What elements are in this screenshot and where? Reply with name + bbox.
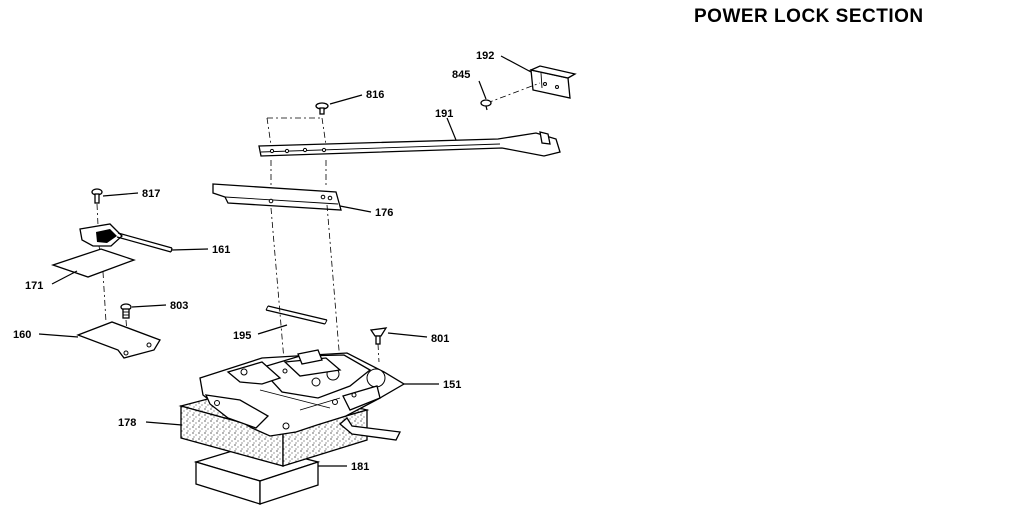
leader-191	[446, 117, 457, 141]
part-label-171: 171	[25, 280, 43, 292]
switch-161	[79, 223, 173, 253]
leader-195	[257, 324, 288, 335]
part-label-192: 192	[476, 50, 494, 62]
leader-845	[478, 80, 487, 100]
bracket-160	[76, 321, 161, 359]
leader-176	[339, 205, 372, 213]
part-label-803: 803	[170, 300, 188, 312]
screw-817	[91, 188, 103, 204]
part-label-160: 160	[13, 329, 31, 341]
leader-803	[131, 304, 167, 308]
part-label-178: 178	[118, 417, 136, 429]
part-label-151: 151	[443, 379, 461, 391]
lever-bar-191	[258, 131, 561, 157]
leader-801	[387, 332, 428, 338]
part-label-161: 161	[212, 244, 230, 256]
part-label-817: 817	[142, 188, 160, 200]
plate-176	[212, 183, 342, 211]
part-label-181: 181	[351, 461, 369, 473]
leader-171	[51, 270, 78, 285]
section-title: POWER LOCK SECTION	[694, 6, 924, 27]
part-label-801: 801	[431, 333, 449, 345]
part-label-845: 845	[452, 69, 470, 81]
leader-161	[171, 248, 209, 251]
leader-178	[145, 421, 183, 426]
leader-192	[500, 55, 532, 73]
leader-817	[102, 192, 139, 197]
axis-845	[486, 82, 541, 104]
insulator-171	[50, 248, 136, 278]
bracket-192	[528, 65, 577, 99]
leader-160	[38, 333, 79, 338]
rod-195	[265, 305, 328, 325]
screw-803	[120, 303, 132, 319]
block-181	[193, 444, 321, 505]
part-label-816: 816	[366, 89, 384, 101]
screw-801	[369, 327, 388, 345]
part-label-195: 195	[233, 330, 251, 342]
part-label-191: 191	[435, 108, 453, 120]
screw-816	[315, 102, 329, 115]
base-plate-151	[199, 349, 406, 441]
part-label-176: 176	[375, 207, 393, 219]
leader-816	[329, 94, 363, 105]
screw-845	[480, 99, 492, 111]
